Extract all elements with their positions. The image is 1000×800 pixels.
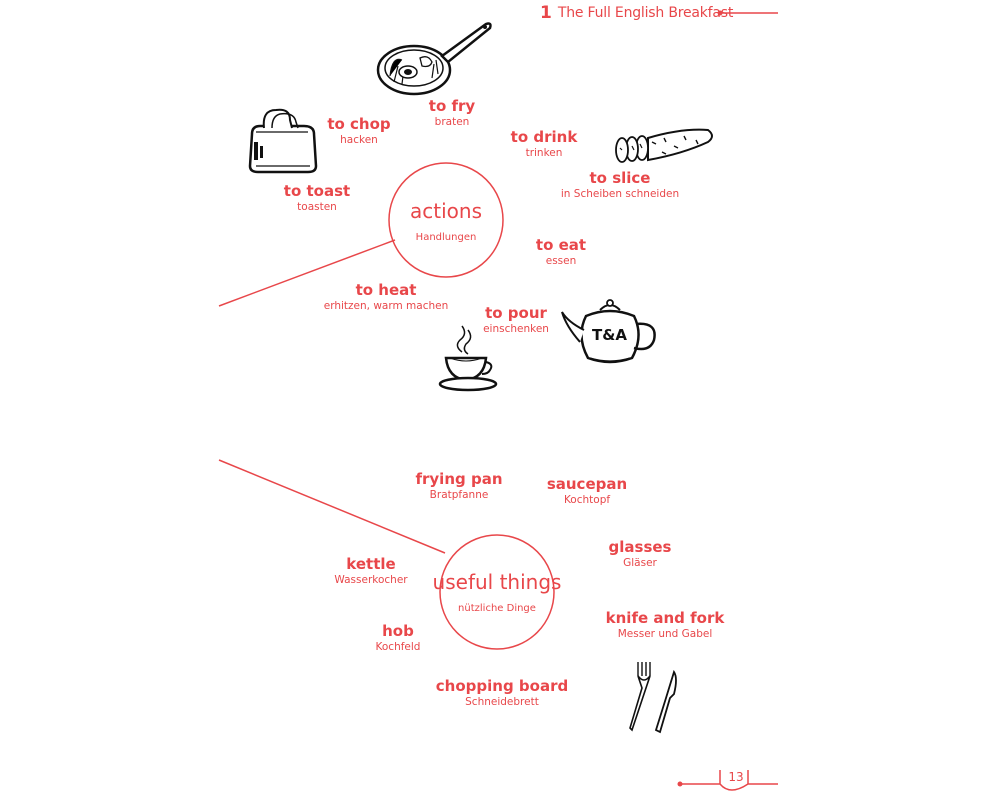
term-to-toast: to toast toasten xyxy=(284,182,350,214)
term-en: frying pan xyxy=(415,470,503,488)
term-de: erhitzen, warm machen xyxy=(323,300,449,312)
term-de: einschenken xyxy=(483,323,549,335)
term-to-chop: to chop hacken xyxy=(327,115,390,147)
teapot-icon: T&A xyxy=(560,296,660,368)
term-to-pour: to pour einschenken xyxy=(483,304,549,336)
term-de: Messer und Gabel xyxy=(617,628,713,640)
term-de: Schneidebrett xyxy=(465,696,539,708)
sliced-sausage-icon xyxy=(615,128,713,163)
term-hob: hob Kochfeld xyxy=(376,622,421,654)
term-de: Wasserkocher xyxy=(334,574,408,586)
term-de: hacken xyxy=(340,134,378,146)
term-en: to slice xyxy=(589,169,651,187)
term-en: saucepan xyxy=(546,475,628,493)
term-de: Kochfeld xyxy=(375,641,421,653)
term-to-slice: to slice in Scheiben schneiden xyxy=(561,169,679,201)
footer-rule xyxy=(680,770,778,791)
actions-hub-translation: Handlungen xyxy=(415,232,477,243)
term-de: essen xyxy=(545,255,577,267)
term-en: to drink xyxy=(510,128,578,146)
term-to-drink: to drink trinken xyxy=(511,128,578,160)
actions-hub-label: actions xyxy=(410,199,482,223)
header-rule-dot xyxy=(717,10,723,16)
term-en: to toast xyxy=(283,182,351,200)
term-de: toasten xyxy=(297,201,337,213)
teacup-icon xyxy=(438,325,498,392)
term-en: glasses xyxy=(608,538,672,556)
term-en: chopping board xyxy=(435,677,569,695)
term-de: Kochtopf xyxy=(563,494,611,506)
useful-things-hub-label: useful things xyxy=(432,570,562,594)
useful-things-connector xyxy=(218,459,446,554)
term-saucepan: saucepan Kochtopf xyxy=(547,475,627,507)
useful-things-hub-circle xyxy=(439,534,555,650)
term-to-heat: to heat erhitzen, warm machen xyxy=(324,281,449,313)
useful-things-hub: useful things nützliche Dinge xyxy=(433,570,562,616)
frying-pan-icon xyxy=(376,22,492,96)
term-glasses: glasses Gläser xyxy=(609,538,672,570)
term-en: to chop xyxy=(327,115,391,133)
term-en: knife and fork xyxy=(605,609,725,627)
footer-rule-dot xyxy=(677,781,683,787)
term-to-eat: to eat essen xyxy=(536,236,586,268)
term-de: Gläser xyxy=(623,557,657,569)
chapter-number: 1 xyxy=(540,3,552,23)
term-en: to heat xyxy=(355,281,417,299)
term-kettle: kettle Wasserkocher xyxy=(334,555,407,587)
term-frying-pan: frying pan Bratpfanne xyxy=(415,470,502,502)
page-number: 13 xyxy=(728,770,744,784)
toaster-icon xyxy=(248,108,318,174)
term-de: braten xyxy=(434,116,470,128)
term-en: to eat xyxy=(535,236,587,254)
term-to-fry: to fry braten xyxy=(429,97,475,129)
term-de: in Scheiben schneiden xyxy=(560,188,680,200)
actions-hub-circle xyxy=(388,162,504,278)
term-de: trinken xyxy=(525,147,563,159)
term-de: Bratpfanne xyxy=(429,489,489,501)
useful-things-hub-translation: nützliche Dinge xyxy=(458,603,536,614)
term-en: to pour xyxy=(485,304,547,322)
term-knife-and-fork: knife and fork Messer und Gabel xyxy=(606,609,725,641)
term-en: kettle xyxy=(346,555,396,573)
chapter-title: The Full English Breakfast xyxy=(557,5,734,21)
term-en: hob xyxy=(382,622,414,640)
teapot-lettering: T&A xyxy=(592,326,627,344)
term-en: to fry xyxy=(428,97,476,115)
term-chopping-board: chopping board Schneidebrett xyxy=(436,677,568,709)
chapter-header: 1 The Full English Breakfast xyxy=(540,2,733,24)
knife-and-fork-icon xyxy=(629,662,677,734)
actions-connector xyxy=(218,239,396,307)
actions-hub: actions Handlungen xyxy=(410,199,482,245)
